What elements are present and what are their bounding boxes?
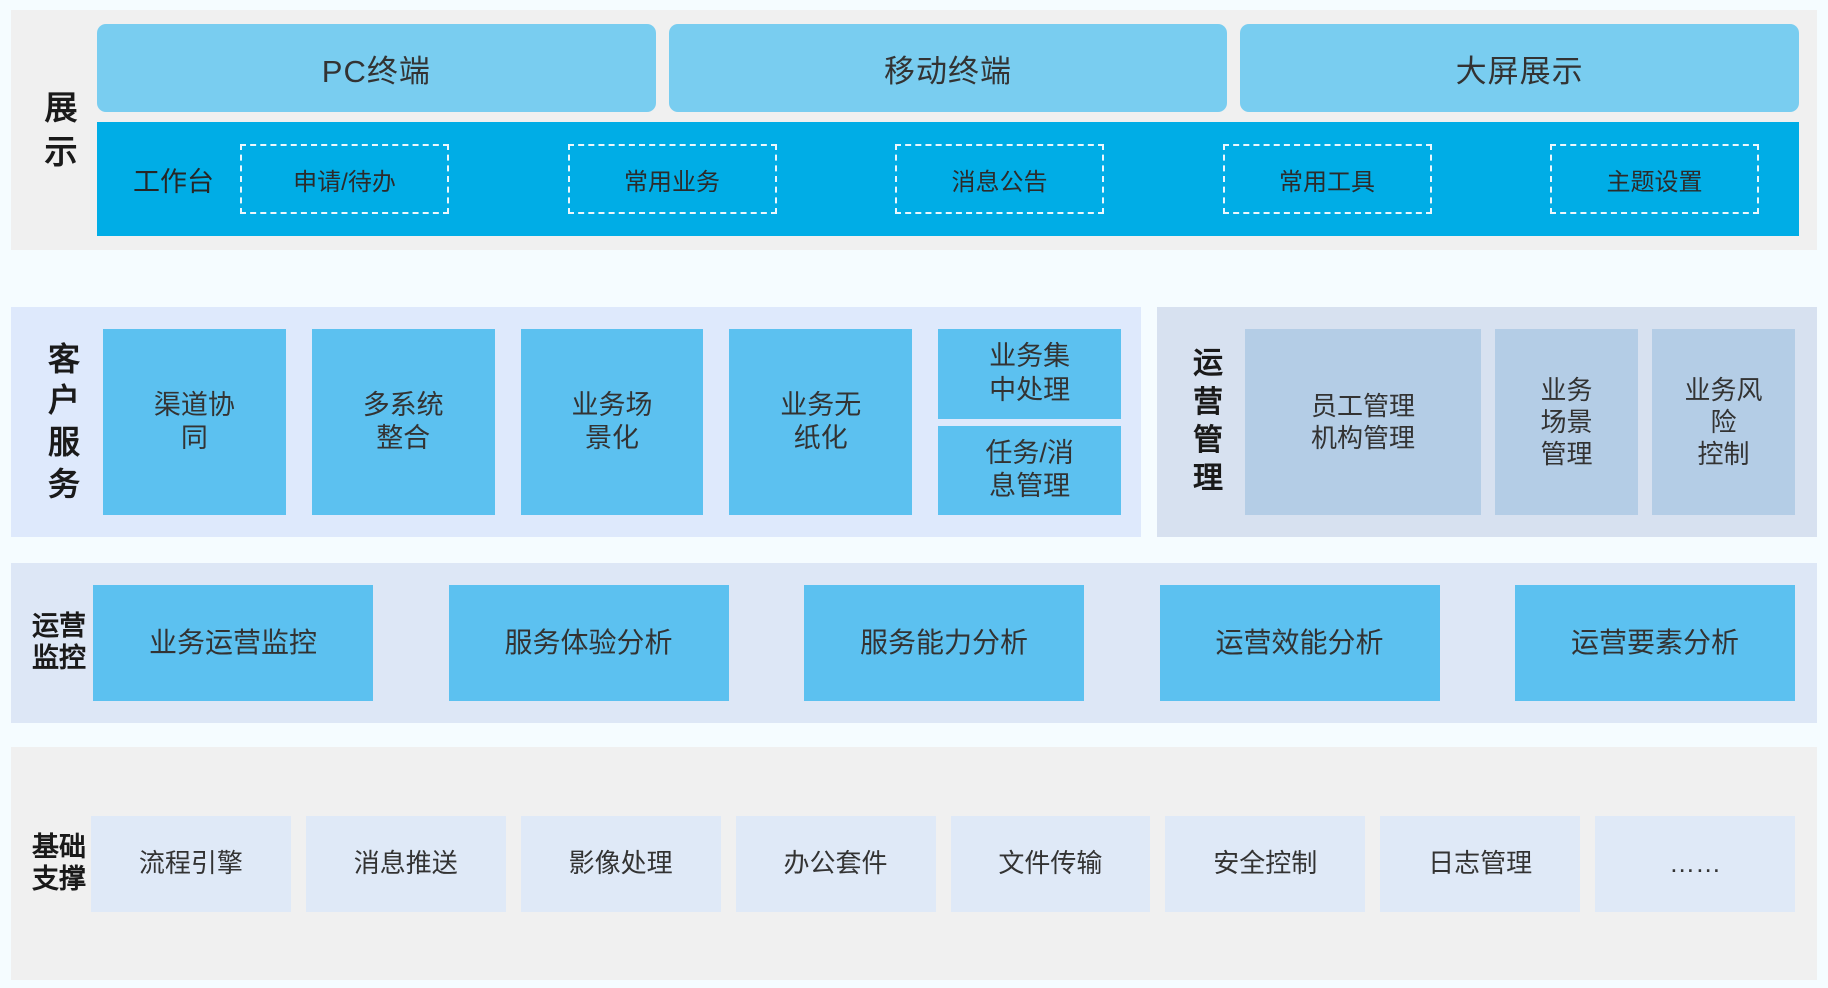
card-channel-collaboration[interactable]: 渠道协 同 (103, 329, 286, 515)
layer-foundation-support: 基础 支撑 流程引擎 消息推送 影像处理 办公套件 文件传输 安全控制 日志管理… (11, 747, 1817, 980)
card-centralized-processing[interactable]: 业务集 中处理 (938, 329, 1121, 419)
workbench-title: 工作台 (133, 166, 214, 197)
layer-label-char: 营 (1193, 385, 1223, 419)
card-multi-system-integration[interactable]: 多系统 整合 (311, 329, 495, 515)
workbench-items: 申请/待办 常用业务 消息公告 常用工具 主题设置 (240, 144, 1759, 214)
card-business-operation-monitoring[interactable]: 业务运营监控 (93, 585, 373, 701)
workbench-item-application-todo[interactable]: 申请/待办 (240, 144, 449, 214)
terminal-card-mobile[interactable]: 移动终端 (668, 24, 1228, 112)
layer-operations-management: 运 营 管 理 员工管理 机构管理 业务 场景 管理 业务风 险 控制 (1157, 307, 1817, 537)
customer-service-cards: 渠道协 同 多系统 整合 业务场 景化 业务无 纸化 业务集 中处理 任务/消 … (103, 329, 1121, 515)
card-business-scenario-management[interactable]: 业务 场景 管理 (1494, 329, 1638, 515)
card-service-capability-analysis[interactable]: 服务能力分析 (804, 585, 1084, 701)
card-task-message-management[interactable]: 任务/消 息管理 (938, 425, 1121, 515)
workbench-item-theme-settings[interactable]: 主题设置 (1550, 144, 1759, 214)
card-business-scenario[interactable]: 业务场 景化 (520, 329, 704, 515)
layer-label-char: 服 (47, 424, 80, 460)
terminal-card-large-screen[interactable]: 大屏展示 (1240, 24, 1800, 112)
workbench-item-message-notice[interactable]: 消息公告 (895, 144, 1104, 214)
layer-customer-service: 客 户 服 务 渠道协 同 多系统 整合 业务场 景化 业务无 纸化 业务集 中… (11, 307, 1141, 537)
layer-presentation: 展 示 PC终端 移动终端 大屏展示 工作台 申请/待办 常用业务 消息公告 常… (11, 10, 1817, 250)
layer-label-char: 管 (1193, 424, 1223, 457)
layer-label-char: 基础 (32, 831, 86, 862)
card-office-suite[interactable]: 办公套件 (735, 815, 936, 912)
card-group-centralized: 业务集 中处理 任务/消 息管理 (938, 329, 1121, 515)
layer-label-char: 户 (47, 382, 80, 419)
operations-management-cards: 员工管理 机构管理 业务 场景 管理 业务风 险 控制 (1245, 329, 1795, 515)
layer-operations-management-label: 运 营 管 理 (1171, 329, 1245, 515)
card-paperless-business[interactable]: 业务无 纸化 (729, 329, 913, 515)
card-file-transfer[interactable]: 文件传输 (950, 815, 1151, 912)
card-more-ellipsis: …… (1595, 815, 1795, 912)
layer-presentation-label: 展 示 (25, 24, 97, 236)
foundation-cards: 流程引擎 消息推送 影像处理 办公套件 文件传输 安全控制 日志管理 …… (91, 773, 1795, 954)
workbench-item-common-tools[interactable]: 常用工具 (1222, 144, 1432, 214)
layer-label-char: 务 (47, 465, 80, 502)
layer-foundation-support-label: 基础 支撑 (27, 773, 91, 954)
layer-label-char: 支撑 (32, 863, 86, 894)
card-log-management[interactable]: 日志管理 (1380, 815, 1581, 912)
terminal-row: PC终端 移动终端 大屏展示 (97, 24, 1800, 112)
card-operation-efficiency-analysis[interactable]: 运营效能分析 (1159, 585, 1440, 701)
layer-customer-service-label: 客 户 服 务 (25, 329, 103, 515)
workbench-item-common-business[interactable]: 常用业务 (567, 144, 777, 214)
layer-label-char: 运 (1193, 347, 1223, 381)
presentation-body: PC终端 移动终端 大屏展示 工作台 申请/待办 常用业务 消息公告 常用工具 … (97, 24, 1800, 236)
layer-operation-monitoring: 运营 监控 业务运营监控 服务体验分析 服务能力分析 运营效能分析 运营要素分析 (11, 563, 1817, 723)
card-employee-org-management[interactable]: 员工管理 机构管理 (1245, 329, 1481, 515)
workbench-bar: 工作台 申请/待办 常用业务 消息公告 常用工具 主题设置 (97, 122, 1799, 236)
card-image-processing[interactable]: 影像处理 (520, 815, 721, 912)
layer-label-char: 监控 (32, 643, 86, 673)
layer-label-char: 示 (44, 133, 78, 170)
card-process-engine[interactable]: 流程引擎 (91, 815, 291, 912)
layer-middle-row: 客 户 服 务 渠道协 同 多系统 整合 业务场 景化 业务无 纸化 业务集 中… (11, 307, 1817, 537)
layer-operation-monitoring-label: 运营 监控 (25, 585, 93, 701)
card-message-push[interactable]: 消息推送 (305, 815, 506, 912)
terminal-card-pc[interactable]: PC终端 (97, 24, 656, 112)
card-service-experience-analysis[interactable]: 服务体验分析 (448, 585, 729, 701)
layer-label-char: 理 (1193, 462, 1223, 496)
layer-label-char: 客 (47, 340, 80, 377)
card-business-risk-control[interactable]: 业务风 险 控制 (1651, 329, 1795, 515)
card-operation-element-analysis[interactable]: 运营要素分析 (1515, 585, 1795, 701)
card-security-control[interactable]: 安全控制 (1165, 815, 1366, 912)
operation-monitoring-cards: 业务运营监控 服务体验分析 服务能力分析 运营效能分析 运营要素分析 (93, 585, 1795, 701)
layer-label-char: 运营 (32, 611, 86, 642)
layer-label-char: 展 (44, 89, 78, 127)
